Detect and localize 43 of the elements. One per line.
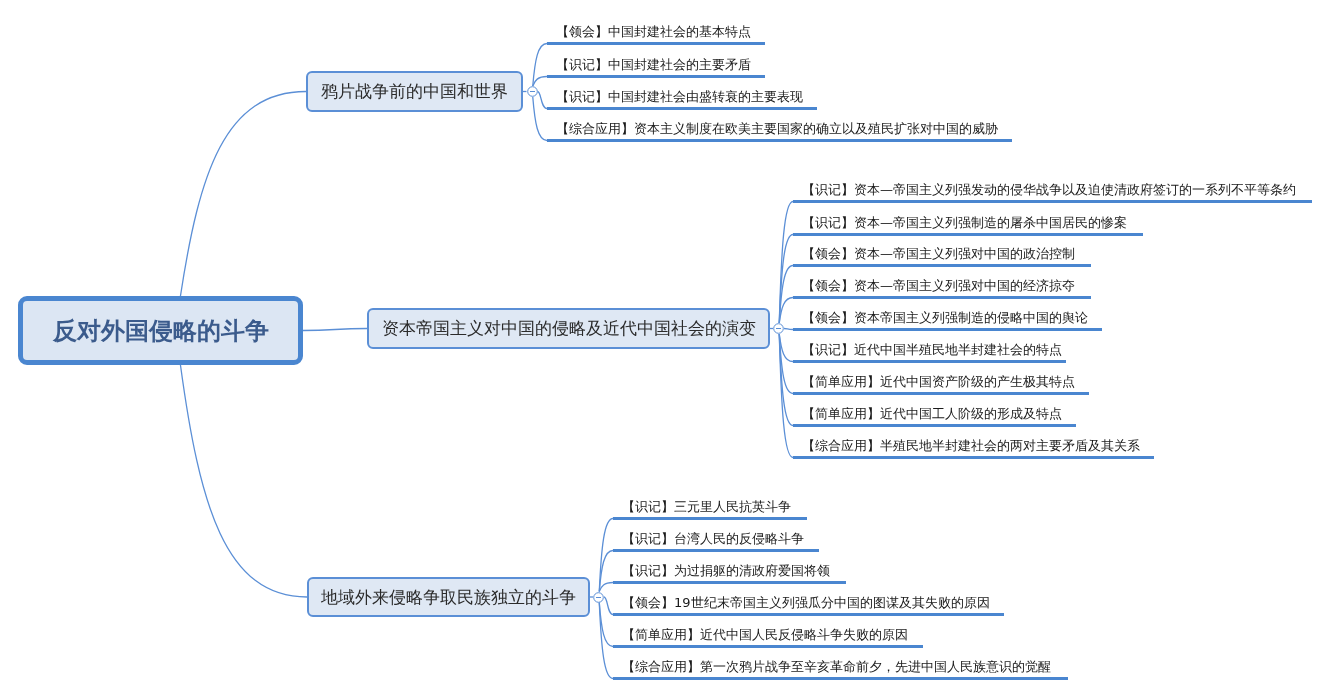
underlined-topic: 【领会】中国封建社会的基本特点 (547, 21, 765, 45)
topic-box: 地域外来侵略争取民族独立的斗争 (307, 577, 590, 617)
connector-line (536, 90, 548, 110)
underlined-topic: 【简单应用】近代中国工人阶级的形成及特点 (793, 403, 1076, 427)
underlined-topic: 【综合应用】第一次鸦片战争至辛亥革命前夕，先进中国人民族意识的觉醒 (613, 656, 1068, 680)
connector-line (532, 75, 548, 87)
connector-line (598, 601, 614, 680)
underlined-topic: 【领会】19世纪末帝国主义列强瓜分中国的图谋及其失败的原因 (613, 592, 1004, 616)
connector-line (522, 90, 528, 93)
underlined-topic: 【识记】为过捐躯的清政府爱国将领 (613, 560, 846, 584)
connector-line (589, 596, 594, 598)
minus-circle-icon (593, 591, 604, 603)
underlined-topic: 【识记】资本—帝国主义列强发动的侵华战争以及迫使清政府签订的一系列不平等条约 (793, 179, 1312, 203)
underlined-topic: 【领会】资本—帝国主义列强对中国的经济掠夺 (793, 275, 1091, 299)
underlined-topic: 【识记】中国封建社会的主要矛盾 (547, 54, 765, 78)
connector-line (598, 549, 614, 593)
connector-line (769, 327, 774, 330)
underlined-topic: 【识记】三元里人民抗英斗争 (613, 496, 807, 520)
underlined-topic: 【识记】近代中国半殖民地半封建社会的特点 (793, 339, 1066, 363)
topic-box: 资本帝国主义对中国的侵略及近代中国社会的演变 (367, 308, 770, 349)
underlined-topic: 【识记】资本—帝国主义列强制造的屠杀中国居民的惨案 (793, 212, 1143, 236)
connector-line (603, 596, 614, 616)
underlined-topic: 【简单应用】近代中国人民反侵略斗争失败的原因 (613, 624, 923, 648)
underlined-topic: 【领会】资本—帝国主义列强对中国的政治控制 (793, 243, 1091, 267)
underlined-topic: 【识记】台湾人民的反侵略斗争 (613, 528, 819, 552)
topic-box: 鸦片战争前的中国和世界 (306, 71, 523, 112)
underlined-topic: 【领会】资本帝国主义列强制造的侵略中国的舆论 (793, 307, 1102, 331)
connector-line (783, 327, 794, 331)
underlined-topic: 【综合应用】半殖民地半封建社会的两对主要矛盾及其关系 (793, 435, 1154, 459)
underlined-topic: 【综合应用】资本主义制度在欧美主要国家的确立以及殖民扩张对中国的威胁 (547, 118, 1012, 142)
central-topic-box: 反对外国侵略的斗争 (18, 296, 303, 365)
underlined-topic: 【简单应用】近代中国资产阶级的产生极其特点 (793, 371, 1089, 395)
connector-line (179, 90, 307, 297)
connector-line (598, 581, 614, 593)
connector-line (179, 364, 308, 598)
minus-circle-icon (773, 323, 784, 334)
connector-line (302, 327, 368, 332)
connector-line (778, 296, 794, 324)
underlined-topic: 【识记】中国封建社会由盛转衰的主要表现 (547, 86, 817, 110)
connector-line (778, 333, 794, 459)
connector-line (532, 96, 548, 142)
minus-circle-icon (526, 86, 538, 97)
connector-line (532, 42, 548, 87)
